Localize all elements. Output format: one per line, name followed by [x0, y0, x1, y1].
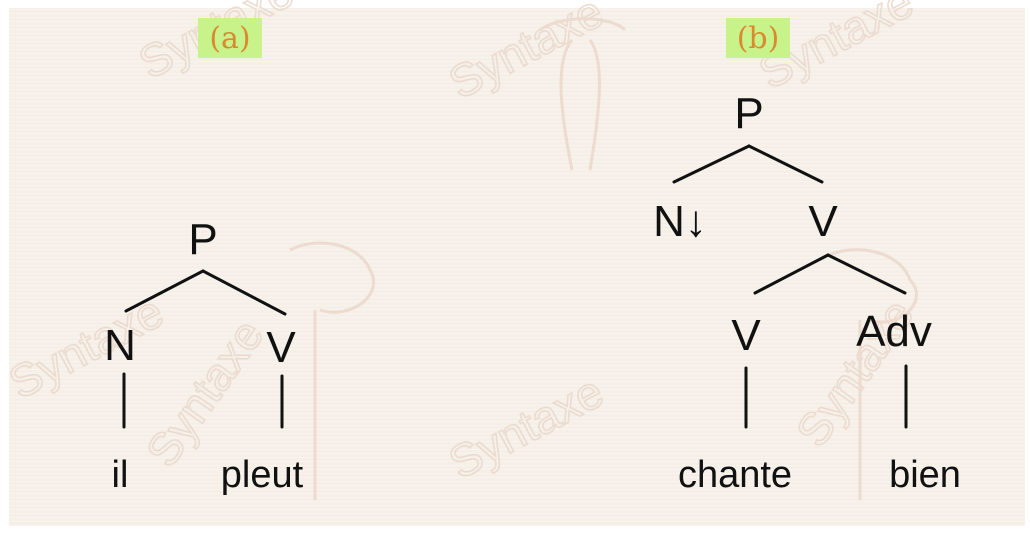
tree-a: (a) P N V il pleut	[104, 18, 304, 496]
tree-b: (b) P N↓ V V Adv chante bien	[653, 18, 961, 496]
tree-b-node-v-top: V	[808, 197, 838, 246]
tree-a-label: (a)	[209, 21, 250, 56]
watermark-layer: Syntaxe Syntaxe Syntaxe Syntaxe Syntaxe …	[0, 0, 924, 500]
tree-b-edge-p-n	[672, 144, 751, 184]
tree-b-node-p: P	[734, 89, 763, 138]
tree-a-node-n: N	[104, 321, 136, 370]
tree-a-node-p: P	[188, 215, 217, 264]
watermark-tree-icon	[539, 17, 627, 171]
tree-a-node-v: V	[266, 323, 296, 372]
tree-b-leaf-chante: chante	[678, 454, 792, 496]
label-highlight	[726, 18, 790, 58]
tree-b-node-v-low: V	[731, 311, 761, 360]
watermark-text: Syntaxe	[0, 285, 171, 409]
watermark-text: Syntaxe	[440, 0, 611, 109]
watermark-tree-icon	[819, 248, 918, 500]
tree-b-leaf-bien: bien	[889, 454, 961, 496]
tree-a-edge-p-n	[124, 269, 205, 313]
tree-b-edge-v-v	[753, 253, 830, 295]
tree-a-leaf-il: il	[112, 454, 129, 496]
tree-b-node-n-substitution: N↓	[653, 197, 707, 246]
watermark-tree-icon	[289, 241, 376, 500]
tree-a-leaf-pleut: pleut	[221, 454, 304, 496]
tree-a-edge-p-v	[201, 269, 287, 316]
tree-b-label: (b)	[737, 21, 780, 56]
tree-b-edge-v-adv	[826, 253, 907, 295]
watermark-text: Syntaxe	[440, 365, 611, 489]
tree-b-edge-p-v	[747, 144, 824, 184]
tree-b-node-adv: Adv	[856, 307, 932, 356]
label-highlight	[198, 18, 262, 58]
